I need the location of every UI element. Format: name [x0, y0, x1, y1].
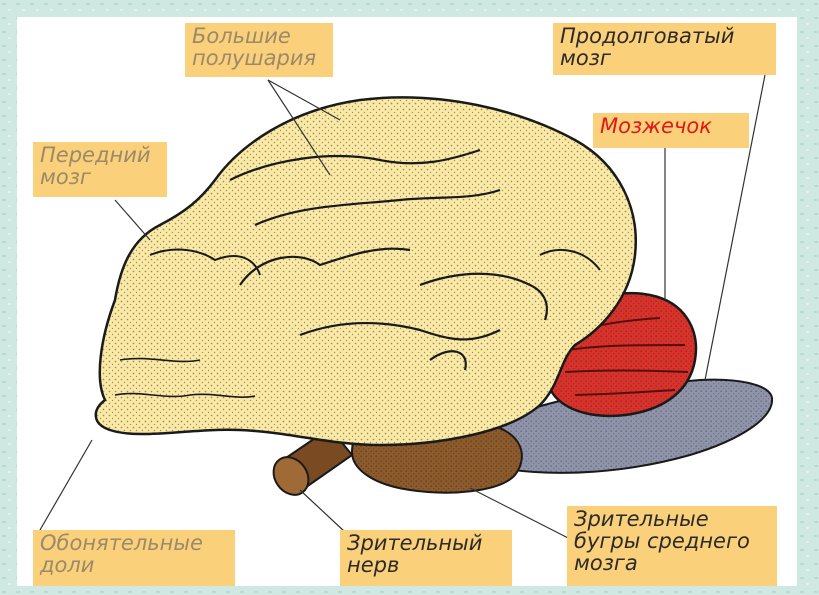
label-olfactory-line-2: доли: [40, 554, 228, 576]
label-optic-lobes-line-1: Зрительные: [574, 508, 770, 530]
label-hemispheres-line-1: Большие: [192, 25, 326, 47]
label-forebrain-line-1: Передний: [40, 144, 160, 166]
label-optic-lobes-line-3: мозга: [574, 552, 770, 574]
leader-olfactory: [40, 440, 92, 530]
label-optic-nerve: Зрительный нерв: [340, 530, 512, 586]
label-cerebellum-line-1: Мозжечок: [600, 115, 742, 137]
label-optic-nerve-line-2: нерв: [347, 554, 505, 576]
leader-optic-nerve: [300, 490, 345, 532]
label-medulla: Продолговатый мозг: [553, 23, 776, 75]
label-optic-nerve-line-1: Зрительный: [347, 532, 505, 554]
label-cerebellum: Мозжечок: [593, 113, 749, 148]
label-hemispheres: Большие полушария: [185, 23, 333, 77]
label-forebrain: Передний мозг: [33, 142, 167, 197]
label-forebrain-line-2: мозг: [40, 166, 160, 188]
label-medulla-line-1: Продолговатый: [560, 25, 769, 47]
label-olfactory: Обонятельные доли: [33, 530, 235, 586]
label-hemispheres-line-2: полушария: [192, 47, 326, 69]
leader-forebrain: [115, 200, 150, 240]
label-optic-lobes: Зрительные бугры среднего мозга: [567, 506, 777, 586]
label-optic-lobes-line-2: бугры среднего: [574, 530, 770, 552]
label-olfactory-line-1: Обонятельные: [40, 532, 228, 554]
label-medulla-line-2: мозг: [560, 47, 769, 69]
